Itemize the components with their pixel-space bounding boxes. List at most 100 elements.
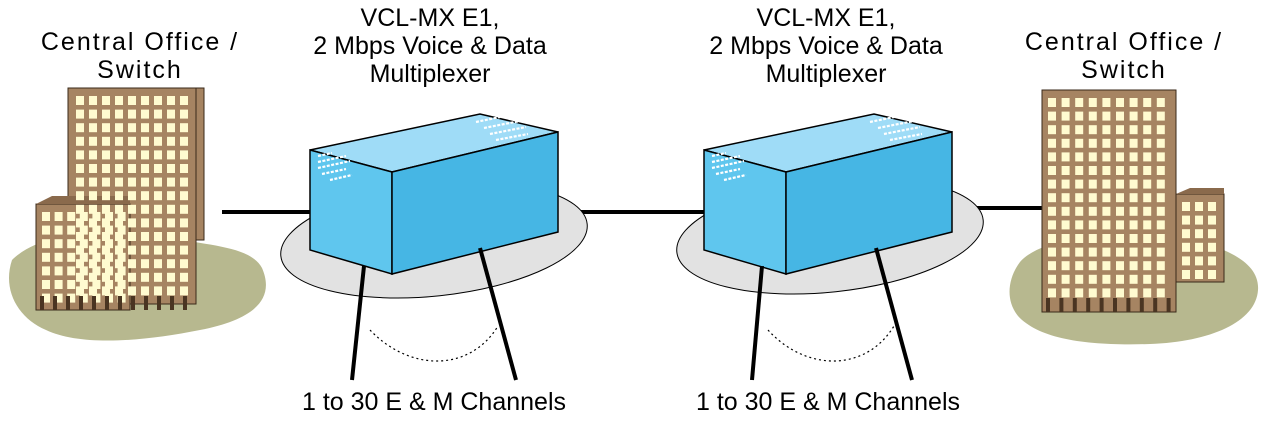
window bbox=[115, 272, 123, 282]
window bbox=[1102, 152, 1111, 162]
window bbox=[115, 150, 123, 160]
window bbox=[54, 266, 63, 276]
window bbox=[128, 164, 136, 173]
window bbox=[1075, 288, 1084, 298]
window bbox=[1129, 220, 1138, 230]
window bbox=[1156, 166, 1165, 175]
window bbox=[1156, 125, 1165, 135]
window bbox=[1048, 166, 1056, 175]
window bbox=[1208, 242, 1216, 252]
window bbox=[105, 280, 113, 289]
window bbox=[115, 232, 123, 241]
window bbox=[1208, 229, 1216, 239]
window bbox=[128, 272, 136, 282]
led-strip bbox=[321, 167, 347, 176]
window bbox=[76, 191, 84, 201]
window bbox=[167, 218, 175, 228]
door bbox=[1086, 298, 1091, 312]
window bbox=[89, 109, 97, 119]
window bbox=[1102, 193, 1111, 203]
led-strip bbox=[317, 154, 347, 164]
channel-label-right: 1 to 30 E & M Channels bbox=[658, 388, 998, 416]
window bbox=[1116, 206, 1124, 216]
window bbox=[1208, 215, 1216, 225]
channel-range-arc-left bbox=[369, 325, 499, 362]
window bbox=[141, 109, 149, 119]
window bbox=[105, 212, 113, 221]
window bbox=[1061, 206, 1070, 216]
window bbox=[67, 212, 76, 221]
led-strip bbox=[869, 115, 895, 124]
window bbox=[1088, 125, 1097, 135]
window bbox=[76, 177, 84, 187]
window bbox=[79, 239, 88, 249]
window bbox=[102, 245, 110, 255]
window bbox=[1102, 179, 1111, 189]
window bbox=[1143, 98, 1152, 107]
window bbox=[141, 259, 149, 269]
window bbox=[1061, 261, 1070, 271]
window bbox=[1075, 261, 1084, 271]
door bbox=[1139, 298, 1144, 312]
window bbox=[1088, 138, 1097, 148]
window bbox=[128, 204, 136, 214]
window bbox=[167, 123, 175, 133]
door bbox=[144, 296, 148, 310]
window bbox=[1075, 193, 1084, 203]
window bbox=[1156, 111, 1165, 121]
window bbox=[67, 225, 76, 235]
doors-right bbox=[1046, 298, 1171, 312]
window bbox=[89, 96, 97, 105]
window bbox=[1088, 111, 1097, 121]
window bbox=[117, 252, 126, 262]
doors-left bbox=[40, 296, 187, 310]
window bbox=[105, 239, 113, 249]
door bbox=[92, 296, 96, 310]
window bbox=[102, 164, 110, 173]
window bbox=[79, 252, 88, 262]
window bbox=[1048, 152, 1056, 162]
window bbox=[167, 136, 175, 146]
window bbox=[117, 280, 126, 289]
window bbox=[1182, 215, 1190, 225]
window bbox=[154, 218, 162, 228]
window bbox=[1182, 256, 1190, 266]
window bbox=[89, 164, 97, 173]
window bbox=[1048, 274, 1056, 284]
window bbox=[128, 218, 136, 228]
window bbox=[54, 280, 63, 289]
led-strip bbox=[329, 173, 353, 182]
window bbox=[92, 225, 101, 235]
window bbox=[180, 245, 188, 255]
channel-cable-left-b bbox=[478, 247, 518, 381]
window bbox=[105, 266, 113, 276]
window bbox=[115, 177, 123, 187]
window bbox=[102, 204, 110, 214]
window bbox=[1048, 98, 1056, 107]
window bbox=[1182, 202, 1190, 211]
channel-cables-left bbox=[350, 247, 518, 381]
window bbox=[89, 150, 97, 160]
window bbox=[115, 164, 123, 173]
window bbox=[141, 191, 149, 201]
window bbox=[1075, 98, 1084, 107]
window bbox=[180, 272, 188, 282]
window bbox=[76, 123, 84, 133]
window bbox=[141, 204, 149, 214]
site-label-right-line2: Switch bbox=[1081, 56, 1167, 84]
window bbox=[1061, 220, 1070, 230]
mux-slots-left bbox=[394, 138, 556, 270]
window bbox=[42, 225, 50, 235]
window bbox=[128, 286, 136, 296]
window bbox=[180, 150, 188, 160]
window bbox=[167, 96, 175, 105]
window bbox=[1195, 202, 1203, 211]
window bbox=[128, 109, 136, 119]
window bbox=[92, 212, 101, 221]
led-strip bbox=[889, 132, 923, 142]
window bbox=[1129, 98, 1138, 107]
window bbox=[89, 286, 97, 296]
window bbox=[1116, 152, 1124, 162]
window bbox=[1088, 98, 1097, 107]
window bbox=[1156, 179, 1165, 189]
